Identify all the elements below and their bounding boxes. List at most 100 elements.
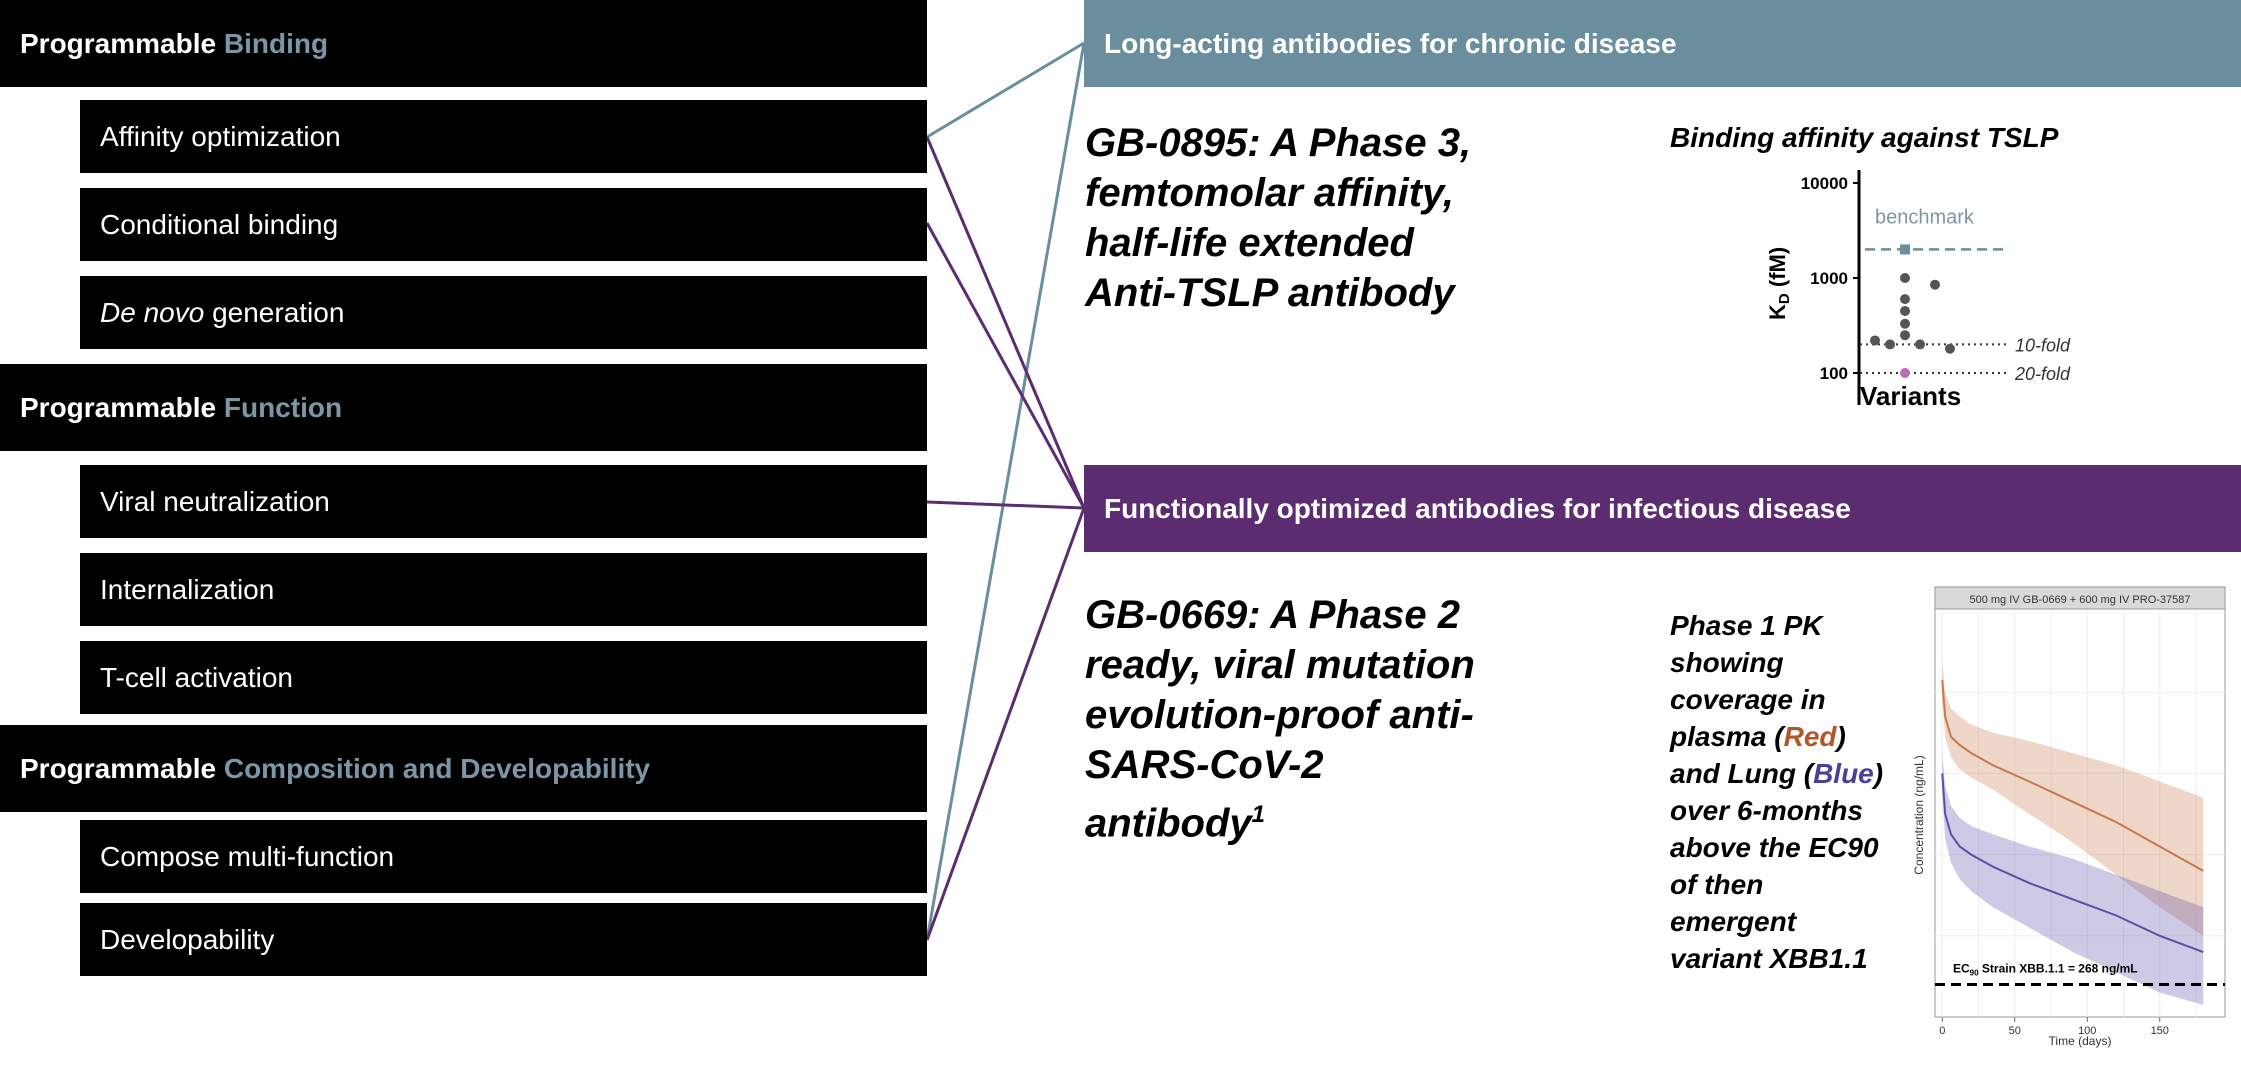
banner-label: Long-acting antibodies for chronic disea…	[1104, 27, 1677, 59]
item-label: Viral neutralization	[100, 485, 330, 517]
variant-point	[1945, 343, 1955, 354]
title-line: SARS-CoV-2	[1085, 743, 1324, 787]
variant-point	[1915, 339, 1925, 350]
panel-title: 500 mg IV GB-0669 + 600 mg IV PRO-37587	[1969, 594, 2190, 606]
title-line: ready, viral mutation	[1085, 643, 1475, 687]
pk-text: )	[1836, 721, 1846, 752]
item-label-italic: De novo	[100, 296, 205, 328]
item-compose-multi-function: Compose multi-function	[80, 820, 927, 893]
title-line: GB-0669: A Phase 2	[1085, 593, 1460, 637]
reference-label: 20-fold	[2014, 364, 2071, 384]
plasma-color-word: Red	[1783, 721, 1837, 752]
connector-developability-chronic	[925, 42, 1086, 941]
title-line-text: antibody	[1085, 801, 1252, 846]
y-tick-label: 1000	[1810, 269, 1848, 288]
x-tick-label: 0	[1939, 1025, 1945, 1037]
x-tick-label: 150	[2151, 1025, 2169, 1037]
x-axis-label: Time (days)	[2049, 1034, 2112, 1048]
series-band	[1942, 659, 2204, 936]
variant-point	[1900, 318, 1910, 329]
section-header-binding: Programmable Binding	[0, 0, 927, 87]
title-line: antibody1	[1085, 790, 1475, 848]
title-line: half-life extended	[1085, 221, 1414, 265]
variant-point	[1900, 305, 1910, 316]
benchmark-group: benchmark	[1865, 206, 2005, 255]
item-affinity-optimization: Affinity optimization	[80, 100, 927, 173]
chart-title: Binding affinity against TSLP	[1670, 122, 2059, 153]
pk-line: emergent	[1670, 906, 1797, 937]
item-label: Conditional binding	[100, 208, 339, 240]
connector-conditional-infectious	[925, 222, 1086, 509]
binding-affinity-chart: Binding affinity against TSLP 1000010001…	[1670, 122, 2071, 411]
plot-frame	[1934, 586, 2226, 1018]
item-label: Compose multi-function	[100, 840, 395, 872]
infectious-connectors	[925, 136, 1086, 941]
pk-line: and Lung (Blue)	[1670, 755, 1910, 792]
banner-label: Functionally optimized antibodies for in…	[1104, 492, 1851, 524]
pk-line: Phase 1 PK	[1670, 610, 1823, 641]
banner-chronic-disease: Long-acting antibodies for chronic disea…	[1084, 0, 2241, 87]
section-prefix: Programmable	[20, 752, 217, 784]
benchmark-marker	[1900, 244, 1910, 255]
item-label: generation	[204, 296, 345, 328]
item-developability: Developability	[80, 903, 927, 976]
section-accent: Function	[223, 391, 343, 423]
pk-line: over 6-months	[1670, 795, 1863, 826]
item-label: Internalization	[100, 573, 275, 605]
title-line: GB-0895: A Phase 3,	[1085, 121, 1472, 165]
gb0669-title: GB-0669: A Phase 2 ready, viral mutation…	[1085, 590, 1475, 848]
section-prefix: Programmable	[20, 27, 217, 59]
pk-line: showing	[1670, 647, 1784, 678]
series-line	[1941, 773, 2204, 953]
pk-description: Phase 1 PK showing coverage in plasma (R…	[1670, 607, 1910, 977]
title-line: evolution-proof anti-	[1085, 693, 1474, 737]
series-line	[1941, 679, 2204, 872]
panel-strip	[1934, 586, 2226, 610]
title-line: femtomolar affinity,	[1085, 171, 1454, 215]
lung-color-word: Blue	[1813, 758, 1874, 789]
series-band	[1942, 753, 2204, 1005]
y-tick-label: 100	[1820, 364, 1848, 383]
variant-point	[1900, 330, 1910, 341]
banner-infectious-disease: Functionally optimized antibodies for in…	[1084, 465, 2241, 552]
variant-point	[1885, 339, 1895, 350]
item-internalization: Internalization	[80, 553, 927, 626]
title-line: Anti-TSLP antibody	[1085, 271, 1455, 315]
pk-text: plasma (	[1670, 721, 1784, 752]
y-axis-label: KD (fM)	[1765, 247, 1793, 320]
variant-point	[1900, 273, 1910, 283]
chronic-connectors	[925, 41, 1086, 941]
highlighted-variant-point	[1900, 368, 1910, 378]
section-header-composition: Programmable Composition and Developabil…	[0, 725, 927, 812]
y-axis-label: Concentration (ng/mL)	[1912, 755, 1926, 874]
pk-line: coverage in	[1670, 684, 1826, 715]
reference-label: 10-fold	[2015, 335, 2071, 355]
item-viral-neutralization: Viral neutralization	[80, 465, 927, 538]
section-accent: Binding	[223, 27, 329, 59]
item-label: Affinity optimization	[100, 120, 341, 152]
pk-text: )	[1873, 758, 1884, 789]
section-accent: Composition and Developability	[223, 752, 651, 784]
pk-line: of then	[1670, 869, 1764, 900]
item-de-novo-generation: De novo generation	[80, 276, 927, 349]
benchmark-label: benchmark	[1875, 206, 1975, 228]
connector-viral-infectious	[926, 500, 1085, 510]
pk-text: and Lung (	[1670, 758, 1814, 789]
variant-point	[1870, 335, 1880, 346]
section-prefix: Programmable	[20, 391, 217, 423]
pk-line: plasma (Red)	[1670, 718, 1910, 755]
x-axis-label: Variants	[1860, 381, 1961, 411]
connector-developability-infectious	[925, 507, 1086, 941]
pk-line: variant XBB1.1	[1670, 943, 1868, 974]
pk-chart: 500 mg IV GB-0669 + 600 mg IV PRO-37587 …	[1912, 586, 2226, 1048]
variant-points	[1870, 273, 1955, 378]
footnote-marker: 1	[1251, 801, 1266, 828]
section-header-function: Programmable Function	[0, 364, 927, 451]
pk-line: above the EC90	[1670, 832, 1879, 863]
gb0895-title: GB-0895: A Phase 3, femtomolar affinity,…	[1085, 118, 1471, 318]
x-tick-label: 50	[2009, 1025, 2021, 1037]
ec90-threshold-label: EC90 Strain XBB.1.1 = 268 ng/mL	[1953, 962, 2138, 978]
connector-affinity-infectious	[925, 136, 1086, 509]
